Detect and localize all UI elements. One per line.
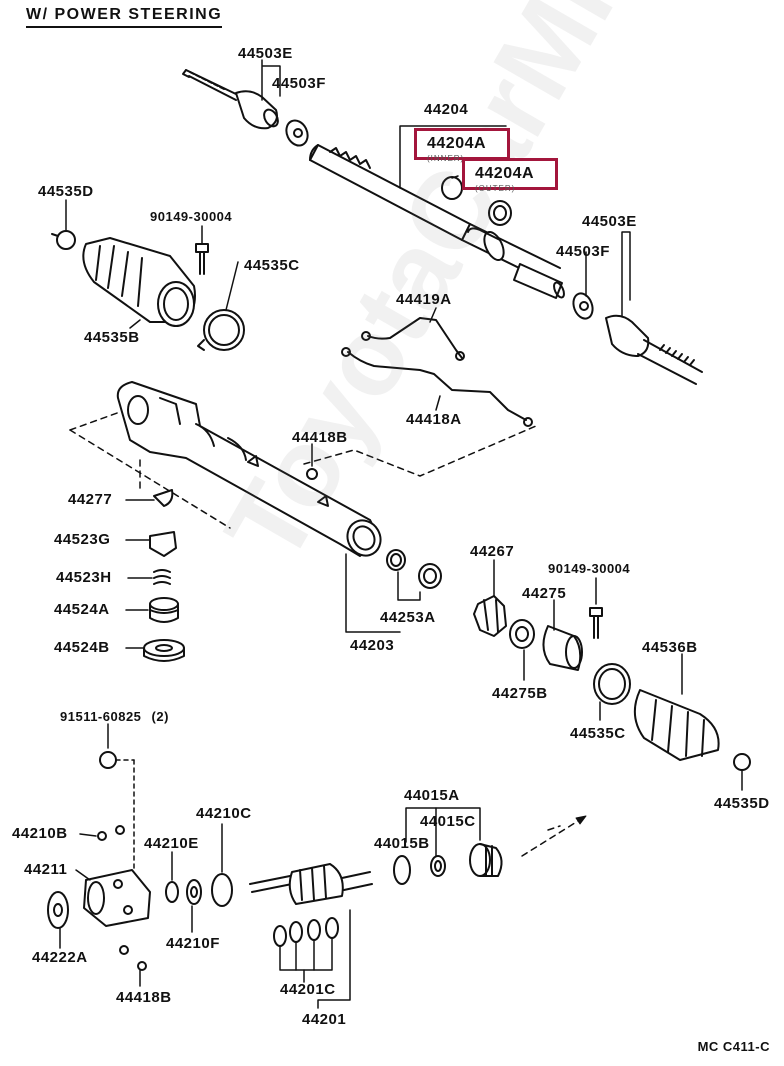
spring-44523H <box>153 569 171 585</box>
part-label-44204A-outer: 44204A <box>475 165 535 182</box>
part-label-44503F-right[interactable]: 44503F <box>556 243 610 260</box>
part-label-44253A[interactable]: 44253A <box>380 609 436 626</box>
pressure-tube-44418A <box>341 347 533 427</box>
clip-44535D-left <box>51 230 76 250</box>
part-label-44524A[interactable]: 44524A <box>54 601 110 618</box>
part-label-44275[interactable]: 44275 <box>522 585 567 602</box>
part-label-44015C[interactable]: 44015C <box>420 813 476 830</box>
part-label-44204[interactable]: 44204 <box>424 101 469 118</box>
part-note-inner: (INNER) <box>427 154 465 163</box>
part-label-44418B-bottom[interactable]: 44418B <box>116 989 172 1006</box>
rack-guide-44277 <box>153 489 174 507</box>
part-label-44210E[interactable]: 44210E <box>144 835 199 852</box>
assembly-arrow-head <box>575 815 587 825</box>
part-label-91511-number: 91511-60825 <box>60 709 142 724</box>
lock-washer-44503F-left <box>285 119 309 147</box>
part-label-44277[interactable]: 44277 <box>68 491 113 508</box>
cover-44222A <box>47 891 69 929</box>
bushing-44253A <box>386 549 442 589</box>
part-label-44503E-top[interactable]: 44503E <box>238 45 293 62</box>
oring-44015B-left <box>393 855 411 885</box>
part-label-44015B[interactable]: 44015B <box>374 835 430 852</box>
part-label-44015A[interactable]: 44015A <box>404 787 460 804</box>
part-label-44210C[interactable]: 44210C <box>196 805 252 822</box>
oil-seal-44275B <box>509 619 535 649</box>
seal-44210E <box>165 881 179 903</box>
part-label-44535D-right[interactable]: 44535D <box>714 795 770 812</box>
spring-cap-44524A <box>149 597 179 623</box>
part-label-44523H[interactable]: 44523H <box>56 569 112 586</box>
part-label-44524B[interactable]: 44524B <box>54 639 110 656</box>
bracket-lines-mid <box>345 553 421 633</box>
nut-44267 <box>473 595 507 637</box>
lock-washer-44503F-right <box>572 292 594 320</box>
bracket-44015 <box>405 807 481 857</box>
plug-44418B-bottom <box>119 945 147 971</box>
part-label-44418B-top[interactable]: 44418B <box>292 429 348 446</box>
part-label-44535B[interactable]: 44535B <box>84 329 140 346</box>
housing-dash-lines <box>69 411 537 529</box>
part-label-44201C[interactable]: 44201C <box>280 981 336 998</box>
oring-inner <box>441 176 463 200</box>
diagram-title: W/ POWER STEERING <box>26 6 223 28</box>
rack-bushing-outer <box>488 200 512 226</box>
oring-44210C <box>211 873 233 907</box>
lock-nut-44524B <box>143 639 185 662</box>
bearing-44015C <box>469 843 503 877</box>
part-label-90149-top[interactable]: 90149-30004 <box>150 209 233 224</box>
control-valve-44201 <box>249 863 373 905</box>
plug-44210B <box>97 825 125 841</box>
part-label-91511-qty: (2) <box>151 709 169 724</box>
diagram-code: MC C411-C <box>697 1039 770 1054</box>
dust-boot-left <box>82 237 196 327</box>
part-label-44535C-bottom[interactable]: 44535C <box>570 725 626 742</box>
part-label-44503F-top[interactable]: 44503F <box>272 75 326 92</box>
rack-housing <box>116 381 382 557</box>
part-label-44210F[interactable]: 44210F <box>166 935 220 952</box>
part-label-44203[interactable]: 44203 <box>350 637 395 654</box>
plug-44418B-top <box>306 468 318 480</box>
bracket-44201C <box>279 909 351 1009</box>
valve-housing-44211 <box>83 869 151 927</box>
part-label-44503E-right[interactable]: 44503E <box>582 213 637 230</box>
part-label-44536B[interactable]: 44536B <box>642 639 698 656</box>
bolt-90149-mid <box>589 607 603 639</box>
part-label-90149-mid[interactable]: 90149-30004 <box>548 561 631 576</box>
pressure-tube-44419A <box>361 317 465 361</box>
seal-rings-44201C <box>273 917 339 947</box>
part-label-44210B[interactable]: 44210B <box>12 825 68 842</box>
bolt-91511 <box>99 751 135 871</box>
bolt-90149-top <box>195 243 209 275</box>
rack-end-44275 <box>542 625 583 671</box>
part-label-44222A[interactable]: 44222A <box>32 949 88 966</box>
part-note-outer: (OUTER) <box>475 184 516 193</box>
rack-bar <box>309 144 565 299</box>
rack-guide-seat-44523G <box>149 531 177 557</box>
seal-44210F <box>186 879 202 905</box>
part-label-44201[interactable]: 44201 <box>302 1011 347 1028</box>
tie-rod-end-right <box>605 314 703 385</box>
assembly-arrow <box>521 815 587 857</box>
part-label-44419A[interactable]: 44419A <box>396 291 452 308</box>
dust-boot-right <box>633 689 720 761</box>
part-label-44211[interactable]: 44211 <box>24 861 68 878</box>
part-label-44275B[interactable]: 44275B <box>492 685 548 702</box>
highlight-44204A-outer[interactable]: 44204A (OUTER) <box>462 158 558 193</box>
part-label-44523G[interactable]: 44523G <box>54 531 111 548</box>
tie-rod-end-left <box>182 69 279 130</box>
part-label-44267[interactable]: 44267 <box>470 543 515 560</box>
part-label-44535D-left[interactable]: 44535D <box>38 183 94 200</box>
boot-clamp-right <box>593 663 631 705</box>
boot-clamp-left <box>197 309 245 351</box>
part-label-44418A[interactable]: 44418A <box>406 411 462 428</box>
part-label-44535C-top[interactable]: 44535C <box>244 257 300 274</box>
part-label-91511[interactable]: 91511-60825 (2) <box>60 710 169 723</box>
seal-44015B <box>430 855 446 877</box>
part-label-44204A-inner: 44204A <box>427 135 487 152</box>
highlight-44204A-inner[interactable]: 44204A (INNER) <box>414 128 510 163</box>
clip-44535D-right <box>733 753 751 771</box>
leader-lines <box>59 59 743 987</box>
